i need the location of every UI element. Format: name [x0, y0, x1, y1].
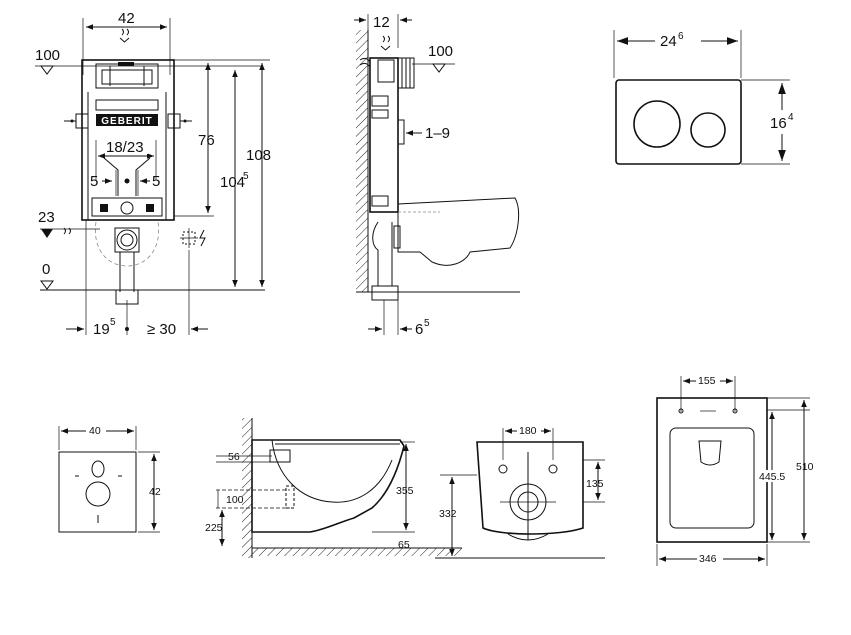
plate-width-label: 24 — [660, 33, 677, 50]
brand-badge — [96, 114, 158, 126]
dim-label-18-23: 18/23 — [106, 139, 144, 156]
dim-label-445-5: 445.5 — [759, 471, 785, 483]
brand-logo-text: GEBERIT — [101, 116, 152, 127]
dim-label-19: 19 — [93, 321, 110, 338]
flush-button-small — [690, 112, 726, 148]
bowl-top-view: 155 445.5 510 346 — [656, 374, 814, 566]
bowl-outline — [251, 439, 405, 533]
plate-height-label: 16 — [770, 115, 787, 132]
chevron-down-icon-side — [380, 45, 391, 51]
dim-label-355: 355 — [396, 485, 414, 497]
dim-label-56: 56 — [228, 451, 240, 463]
dim-label-6: 6 — [415, 321, 423, 338]
level-23-label: 23 — [38, 209, 55, 226]
frame-side-view: 12 100 1–9 6 5 — [354, 14, 520, 338]
dim-label-180: 180 — [519, 425, 537, 437]
water-supply-icon-low — [63, 227, 71, 235]
dim-label-135: 135 — [586, 478, 604, 490]
water-supply-icon — [121, 28, 129, 36]
level-marker-0 — [40, 280, 54, 290]
level-0-label: 0 — [42, 261, 50, 278]
flush-button-large — [633, 100, 681, 148]
dim-label-104-sup: 5 — [243, 171, 249, 182]
dim-label-346: 346 — [699, 553, 717, 565]
frame-body — [81, 59, 175, 221]
side-level-marker-100 — [432, 63, 446, 73]
side-level-100-label: 100 — [428, 43, 453, 60]
dim-label-42: 42 — [118, 10, 135, 27]
chevron-down-icon — [119, 37, 130, 43]
center-point — [124, 178, 130, 184]
dim-label-19-sup: 5 — [110, 317, 116, 328]
plate-width-sup: 6 — [678, 31, 684, 42]
cover-height-label: 42 — [149, 486, 161, 498]
dim-label-30: ≥ 30 — [147, 321, 176, 338]
bowl-side-outline — [397, 197, 520, 266]
dim-label-155: 155 — [698, 375, 716, 387]
dim-label-76: 76 — [198, 132, 215, 149]
dim-label-225: 225 — [205, 522, 223, 534]
cover-width-label: 40 — [89, 425, 101, 437]
level-100-label: 100 — [35, 47, 60, 64]
dim-label-510: 510 — [796, 461, 814, 473]
frame-front-view: 42 100 GEBERIT 18/23 — [35, 10, 271, 338]
cover-plate — [58, 451, 137, 533]
dim-label-108: 108 — [246, 147, 271, 164]
dim-label-1-9: 1–9 — [425, 125, 450, 142]
dim-label-6-sup: 5 — [424, 318, 430, 329]
bowl-side-view: 56 100 225 355 65 — [205, 418, 462, 558]
dim-label-100: 100 — [226, 494, 244, 506]
wall-hatch — [356, 30, 368, 292]
lightning-icon — [199, 229, 206, 247]
dim-label-104: 104 — [220, 174, 245, 191]
flush-plate — [615, 79, 742, 165]
flush-plate-view: 24 6 16 4 — [613, 30, 805, 165]
bowl-top-outline — [656, 397, 768, 543]
level-marker-100 — [40, 65, 54, 75]
dim-label-5-left: 5 — [90, 173, 98, 190]
cover-plate-view: 40 42 — [58, 424, 161, 533]
plate-height-sup: 4 — [788, 112, 794, 123]
dim-label-12: 12 — [373, 14, 390, 31]
dim-label-332: 332 — [439, 508, 457, 520]
bowl-front-view: 180 135 332 — [435, 424, 605, 559]
dim-label-5-right: 5 — [152, 173, 160, 190]
water-supply-icon-side — [382, 35, 390, 43]
dim-label-65: 65 — [398, 539, 410, 551]
bowl-front-outline — [476, 441, 584, 535]
level-marker-23 — [41, 229, 53, 238]
